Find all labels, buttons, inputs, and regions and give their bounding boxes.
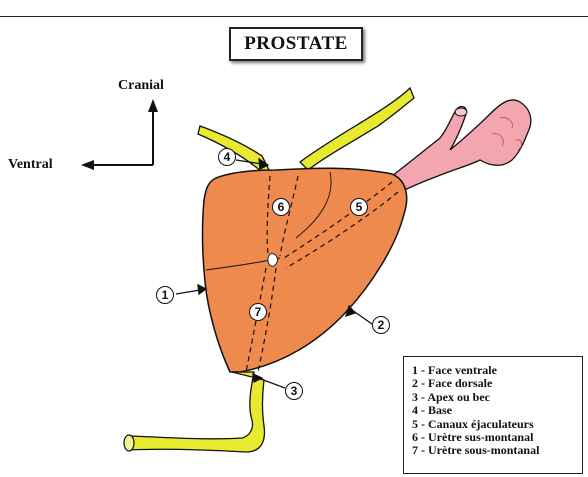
legend-box: 1 - Face ventrale 2 - Face dorsale 3 - A… [403, 356, 583, 474]
seminal-vesicle [392, 100, 531, 194]
ventral-label: Ventral [8, 157, 53, 173]
legend-item: 5 - Canaux éjaculateurs [412, 418, 582, 431]
distal-urethra [124, 372, 264, 452]
orientation-arrows [81, 99, 158, 170]
callout-6: 6 [272, 198, 290, 216]
prostate-body [203, 168, 407, 372]
callout-2: 2 [372, 316, 390, 334]
legend-item: 4 - Base [412, 404, 582, 417]
legend-item: 3 - Apex ou bec [412, 391, 582, 404]
callout-1: 1 [156, 286, 174, 304]
legend-item: 1 - Face ventrale [412, 364, 582, 377]
callout-7: 7 [249, 303, 267, 321]
callout-3: 3 [285, 382, 303, 400]
legend-item: 2 - Face dorsale [412, 377, 582, 390]
legend-item: 7 - Urètre sous-montanal [412, 444, 582, 457]
legend-item: 6 - Urètre sus-montanal [412, 431, 582, 444]
callout-5: 5 [350, 198, 368, 216]
cranial-label: Cranial [118, 78, 164, 94]
callout-4: 4 [218, 148, 236, 166]
